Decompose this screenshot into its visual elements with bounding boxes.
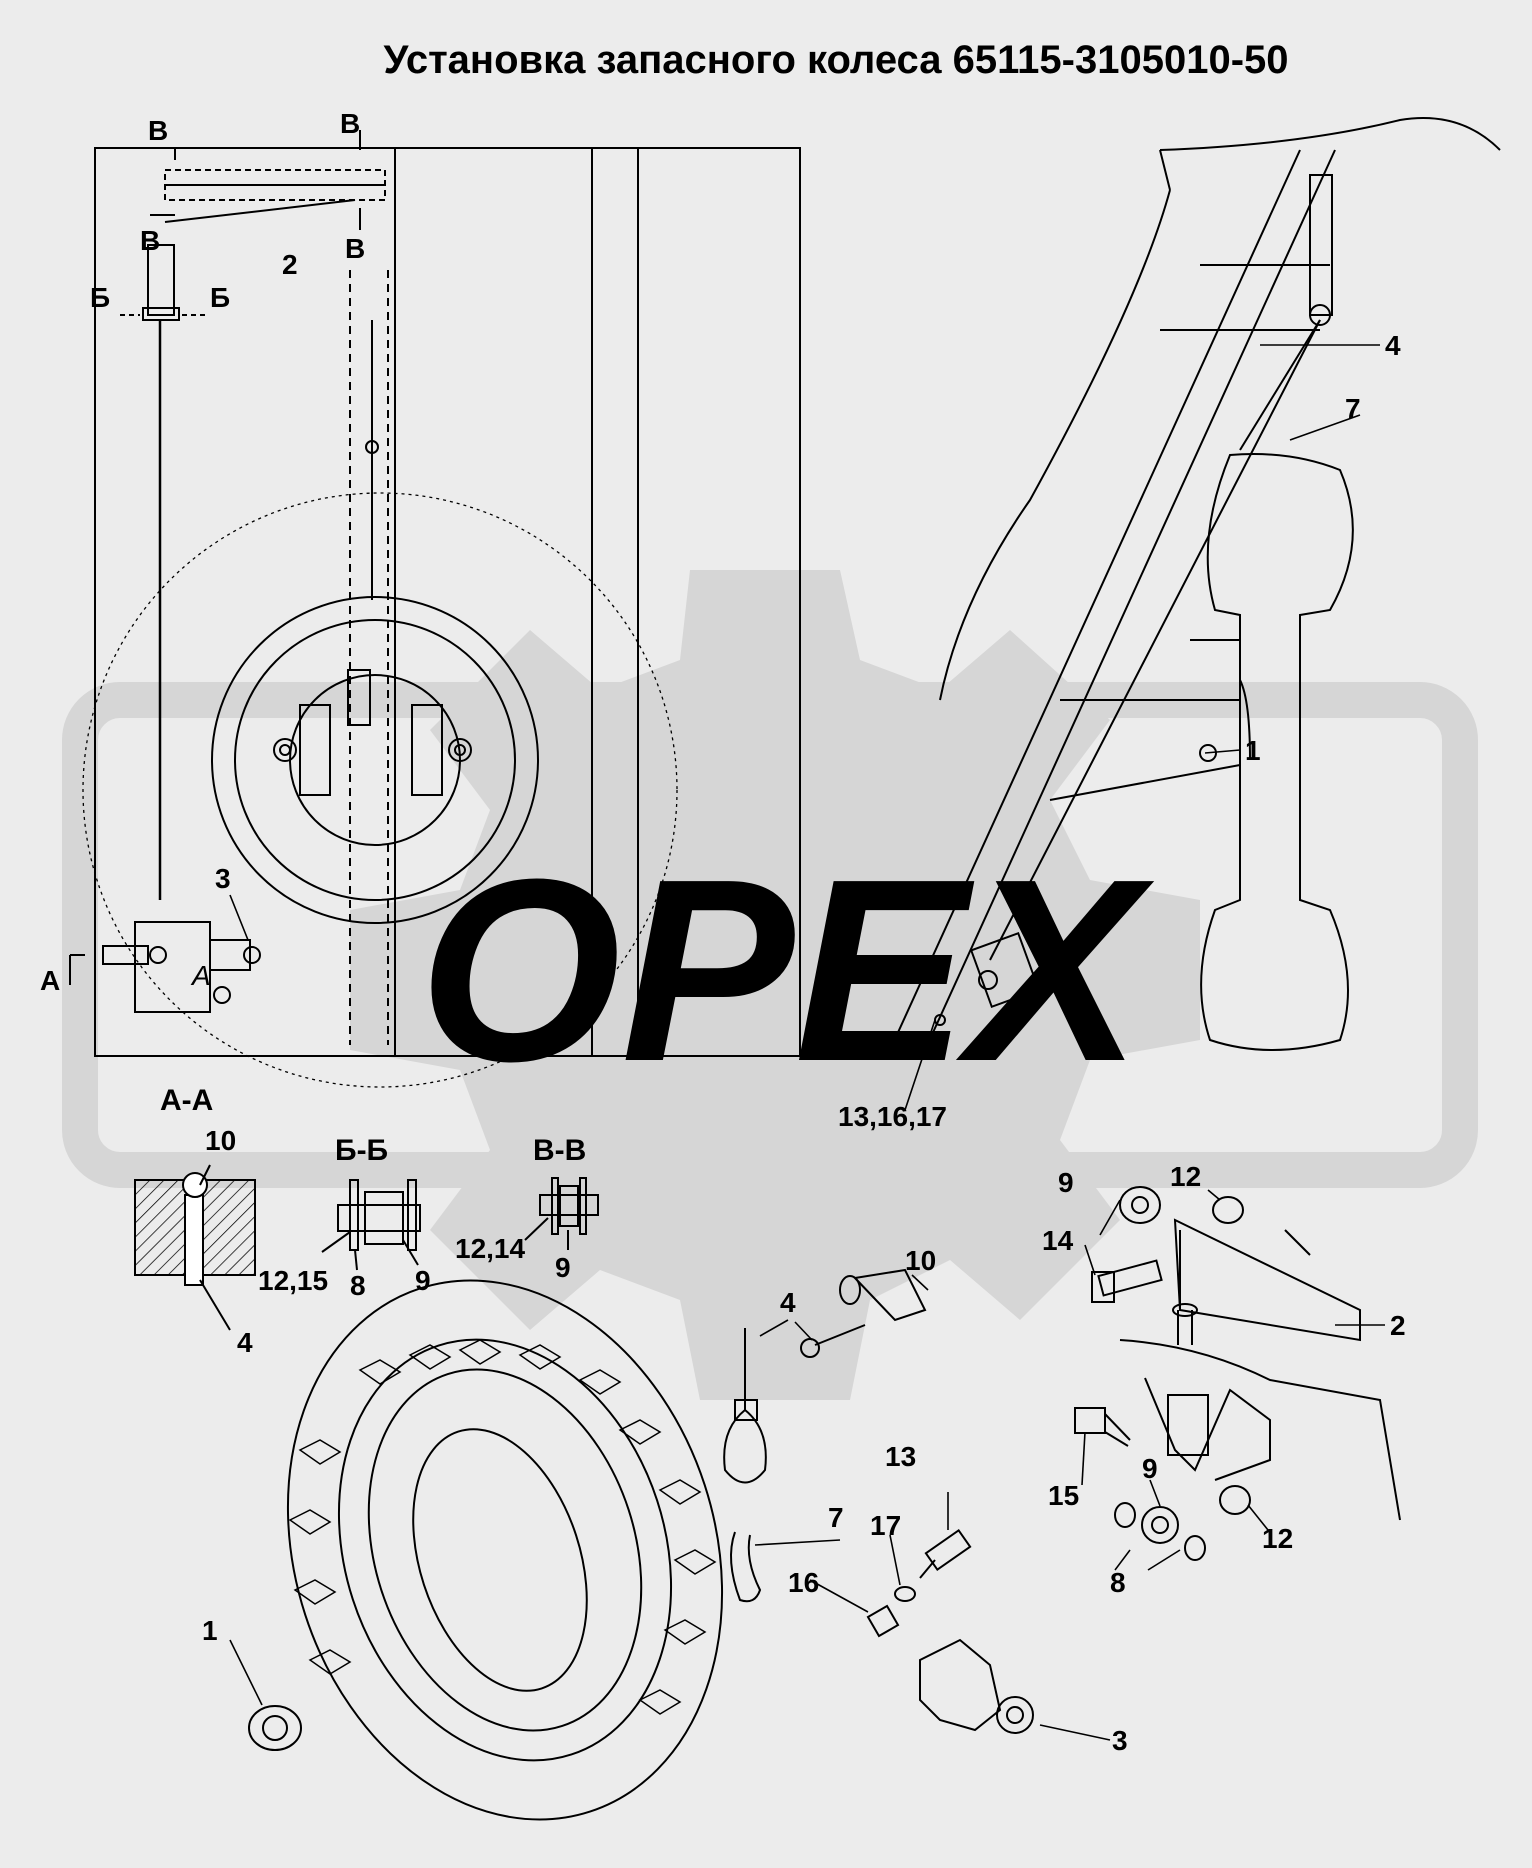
label-15: 15	[1048, 1480, 1079, 1511]
label-12-top: 12	[1170, 1161, 1201, 1192]
label-7-exploded: 7	[828, 1502, 844, 1533]
wheel-side-profile	[1200, 453, 1354, 1051]
mark-a-1: А	[40, 965, 60, 996]
label-12-lower: 12	[1262, 1523, 1293, 1554]
mark-b-2: Б	[210, 282, 230, 313]
label-9-top: 9	[1058, 1167, 1074, 1198]
mark-v-1: В	[148, 115, 168, 146]
nut-1	[248, 1705, 302, 1751]
wheel-outline-dashed	[82, 492, 678, 1088]
label-8-bb: 8	[350, 1270, 366, 1301]
rope-4	[723, 1328, 767, 1484]
label-9-lower: 9	[1142, 1453, 1158, 1484]
label-10-exploded: 10	[905, 1245, 936, 1276]
mark-v-4: В	[345, 233, 365, 264]
section-bb	[321, 1179, 421, 1271]
view-mark-a: А	[190, 960, 211, 991]
section-titles: А-А Б-Б В-В	[160, 1084, 586, 1167]
side-view	[889, 117, 1501, 1051]
label-4-aa: 4	[237, 1327, 253, 1358]
label-3-exploded: 3	[1112, 1725, 1128, 1756]
label-2-top: 2	[282, 249, 298, 280]
section-aa	[134, 1164, 256, 1331]
tire-outer	[286, 1279, 724, 1821]
section-title-aa: А-А	[160, 1084, 213, 1117]
rear-view	[69, 130, 801, 1088]
label-13-16-17: 13,16,17	[838, 1101, 947, 1132]
label-13-exploded: 13	[885, 1441, 916, 1472]
watermark-text: OPEX	[419, 826, 1155, 1116]
mark-b-1: Б	[90, 282, 110, 313]
drawing-title: Установка запасного колеса 65115-3105010…	[383, 38, 1289, 82]
label-1-exploded: 1	[202, 1615, 218, 1646]
bracket-3	[919, 1638, 1002, 1732]
label-9-bb: 9	[415, 1265, 431, 1296]
label-12-15: 12,15	[258, 1265, 328, 1296]
hanger-rod	[1309, 174, 1333, 316]
bracket-2	[1173, 1218, 1361, 1342]
label-14: 14	[1042, 1225, 1074, 1256]
label-3-left: 3	[215, 863, 231, 894]
label-1-side: 1	[1245, 735, 1261, 766]
clip-7	[730, 1531, 762, 1603]
exploded-parts	[248, 1186, 1401, 1821]
label-17-exploded: 17	[870, 1510, 901, 1541]
part-labels: 2 3 1 4 7 13,16,17 10 4 12,15 8 9 12,14 …	[202, 249, 1406, 1756]
section-title-bb: Б-Б	[335, 1134, 388, 1167]
label-10-aa: 10	[205, 1125, 236, 1156]
label-2-exploded: 2	[1390, 1310, 1406, 1341]
mark-v-2: В	[340, 108, 360, 139]
label-12-14: 12,14	[455, 1233, 525, 1264]
wheel-rim	[211, 596, 539, 924]
section-mark-labels: В В В В Б Б А А	[40, 108, 365, 996]
section-vv	[524, 1177, 599, 1250]
label-7-side: 7	[1345, 393, 1361, 424]
ground-contour	[1159, 117, 1501, 151]
label-9-vv: 9	[555, 1252, 571, 1283]
label-16-exploded: 16	[788, 1567, 819, 1598]
leader-lines	[229, 344, 1385, 1741]
label-8-lower: 8	[1110, 1567, 1126, 1598]
label-4-side: 4	[1385, 330, 1401, 361]
label-4-exploded: 4	[780, 1287, 796, 1318]
mark-v-3: В	[140, 225, 160, 256]
section-title-vv: В-В	[533, 1134, 586, 1167]
